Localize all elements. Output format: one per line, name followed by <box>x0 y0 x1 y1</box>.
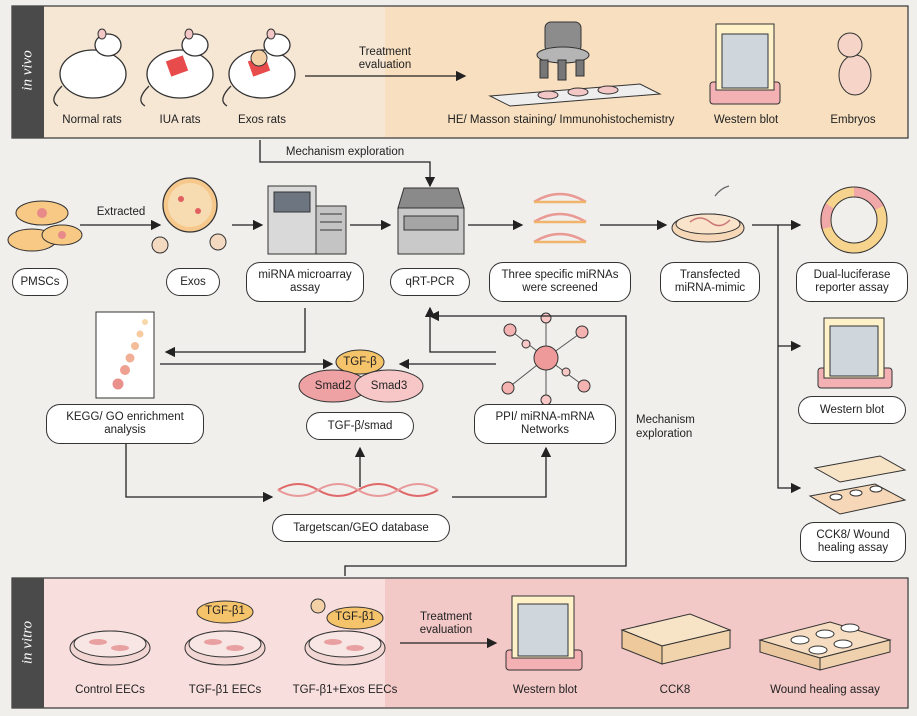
embryo-icon <box>837 32 872 96</box>
wound-healing-label: Wound healing assay <box>770 684 880 696</box>
transfected-line1: Transfected <box>679 269 741 281</box>
transfected-line2: miRNA-mimic <box>674 282 746 294</box>
mirna-hairpins-icon <box>533 192 587 244</box>
in-vivo-label: in vivo <box>19 50 36 91</box>
microarray-line1: miRNA microarray <box>258 269 352 281</box>
western-blot-vivo-label: Western blot <box>713 114 779 126</box>
luciferase-ring-icon <box>820 186 888 254</box>
smad3-bubble <box>354 369 424 403</box>
exosome-icon <box>151 177 227 254</box>
three-mirnas-line2: were screened <box>522 282 598 294</box>
microarray-machine-icon <box>267 185 347 255</box>
ppi-node: PPI/ miRNA-mRNA Networks <box>474 404 616 444</box>
staining-label: HE/ Masson staining/ Immunohistochemistr… <box>447 114 675 126</box>
ppi-line1: PPI/ miRNA-mRNA <box>495 411 595 423</box>
tgfb1-tag-1: TGF-β1 <box>205 605 245 617</box>
dual-luciferase-node: Dual-luciferase reporter assay <box>796 262 908 302</box>
three-mirnas-line1: Three specific miRNAs <box>501 269 619 281</box>
smad3-label: Smad3 <box>370 380 408 392</box>
mechanism-exploration-right-1: Mechanism <box>636 414 695 426</box>
mechanism-exploration-right-2: exploration <box>636 428 693 440</box>
ppi-line2: Networks <box>521 424 569 436</box>
wound-plate-icon-vitro <box>758 621 892 671</box>
microarray-line2: assay <box>289 282 321 294</box>
three-mirnas-node: Three specific miRNAs were screened <box>489 262 631 302</box>
enrichment-chart-icon <box>95 311 155 399</box>
iua-rats-label: IUA rats <box>159 114 201 126</box>
dual-luciferase-line2: reporter assay <box>815 282 889 294</box>
tgfb1-dish-icon <box>184 600 266 666</box>
microscope-icon <box>536 21 590 81</box>
mechanism-exploration-top: Mechanism exploration <box>285 146 405 158</box>
tgfb1-tag-2: TGF-β1 <box>335 611 375 623</box>
kegg-node: KEGG/ GO enrichment analysis <box>46 404 204 444</box>
qrtpcr-machine-icon <box>397 187 465 255</box>
tgfb1-exos-eecs-label: TGF-β1+Exos EECs <box>292 684 398 696</box>
transfected-dish-icon <box>671 185 745 243</box>
kegg-line1: KEGG/ GO enrichment <box>66 411 184 423</box>
control-dish-icon <box>69 630 151 666</box>
control-eecs-label: Control EECs <box>75 684 145 696</box>
treatment-eval-vitro-2: evaluation <box>419 624 473 636</box>
microarray-node: miRNA microarray assay <box>246 262 364 302</box>
tgfb-smad-node: TGF-β/smad <box>306 412 414 440</box>
exos-rats-label: Exos rats <box>238 114 286 126</box>
treatment-eval-vitro-1: Treatment <box>420 611 472 623</box>
kegg-line2: analysis <box>104 424 146 436</box>
tgfb1-exos-dish-icon <box>304 598 386 666</box>
dna-helix-icon <box>277 483 439 497</box>
treatment-eval-vivo-1: Treatment <box>359 46 411 58</box>
qrtpcr-node: qRT-PCR <box>390 268 470 296</box>
cck8-plate-icon-right <box>808 455 907 515</box>
normal-rats-label: Normal rats <box>62 114 122 126</box>
tgfb-bubble <box>335 349 385 375</box>
treatment-eval-vivo-2: evaluation <box>358 59 412 71</box>
pmscs-node: PMSCs <box>12 268 68 296</box>
western-blot-icon-vivo <box>709 23 781 105</box>
normal-rat-icon <box>53 28 127 107</box>
slide-icon <box>488 83 662 107</box>
transfected-node: Transfected miRNA-mimic <box>660 262 760 302</box>
exos-rat-icon <box>222 28 296 107</box>
targetscan-node: Targetscan/GEO database <box>272 514 450 542</box>
in-vitro-label: in vitro <box>19 620 36 665</box>
cck8-plate-icon-vitro <box>620 613 732 665</box>
cck8-vitro-label: CCK8 <box>659 684 691 696</box>
tgfb1-eecs-label: TGF-β1 EECs <box>188 684 262 696</box>
tgfb-label: TGF-β <box>343 356 377 368</box>
cck8-wound-line1: CCK8/ Wound <box>816 529 890 541</box>
pmsc-cells-icon <box>7 200 83 252</box>
embryos-label: Embryos <box>830 114 876 126</box>
western-blot-icon-right <box>817 317 893 389</box>
network-icon <box>501 312 591 406</box>
extracted-label: Extracted <box>96 206 146 218</box>
exos-node: Exos <box>166 268 220 296</box>
cck8-wound-node: CCK8/ Wound healing assay <box>800 522 906 562</box>
iua-rat-icon <box>140 28 214 107</box>
western-blot-right-node: Western blot <box>798 396 906 424</box>
western-blot-icon-vitro <box>505 595 583 671</box>
cck8-wound-line2: healing assay <box>817 542 889 554</box>
smad2-label: Smad2 <box>314 380 352 392</box>
western-blot-vitro-label: Western blot <box>512 684 578 696</box>
dual-luciferase-line1: Dual-luciferase <box>813 269 891 281</box>
